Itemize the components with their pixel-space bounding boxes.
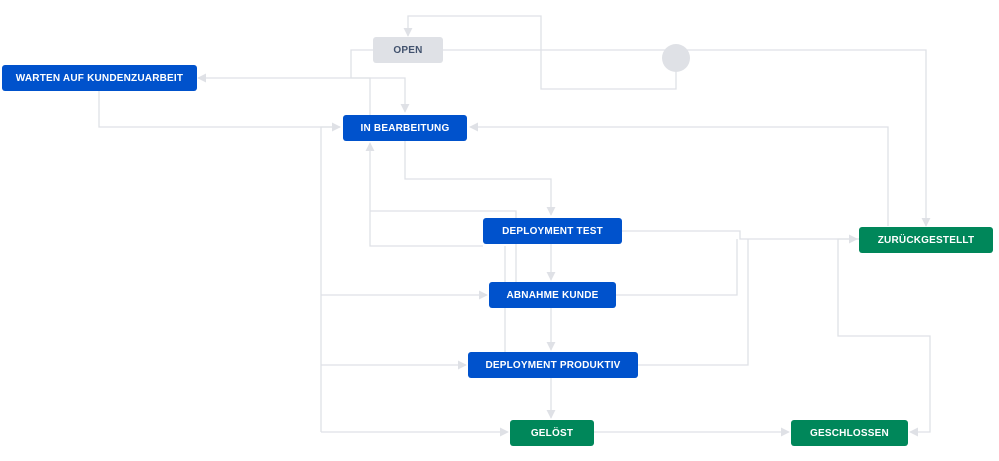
transition-deployment-test-to-in-bearbeitung	[365, 142, 483, 247]
transition-warten-to-in-bearbeitung	[98, 91, 341, 132]
status-in-bearbeitung[interactable]: IN BEARBEITUNG	[343, 115, 467, 141]
status-deployment-test[interactable]: DEPLOYMENT TEST	[483, 218, 622, 244]
transition-deployment-test-to-zurueckgestellt	[622, 230, 858, 244]
transition-deployment-produktiv-to-zurueckgestellt	[638, 239, 749, 366]
transition-in-bearbeitung-to-deployment-test	[404, 141, 556, 216]
transition-in-bearbeitung-to-warten	[197, 73, 371, 115]
status-zurueckgestellt[interactable]: ZURÜCKGESTELLT	[859, 227, 993, 253]
initial-state-circle[interactable]	[662, 44, 690, 72]
status-deployment-produktiv[interactable]: DEPLOYMENT PRODUKTIV	[468, 352, 638, 378]
status-abnahme-kunde[interactable]: ABNAHME KUNDE	[489, 282, 616, 308]
transition-abnahme-kunde-to-zurueckgestellt	[616, 239, 738, 296]
transition-zurueckgestellt-to-geschlossen	[837, 238, 931, 437]
status-geloest[interactable]: GELÖST	[510, 420, 594, 446]
status-geschlossen[interactable]: GESCHLOSSEN	[791, 420, 908, 446]
transition-in-bearbeitung-trunk	[320, 126, 340, 432]
status-open[interactable]: OPEN	[373, 37, 443, 63]
transition-open-to-zurueckgestellt	[443, 49, 931, 227]
transition-abnahme-to-in-bearbeitung	[370, 210, 517, 282]
transition-initial-to-open	[403, 15, 677, 90]
transition-zurueckgestellt-to-in-bearbeitung	[469, 122, 889, 226]
status-warten-auf-kundenzuarbeit[interactable]: WARTEN AUF KUNDENZUARBEIT	[2, 65, 197, 91]
